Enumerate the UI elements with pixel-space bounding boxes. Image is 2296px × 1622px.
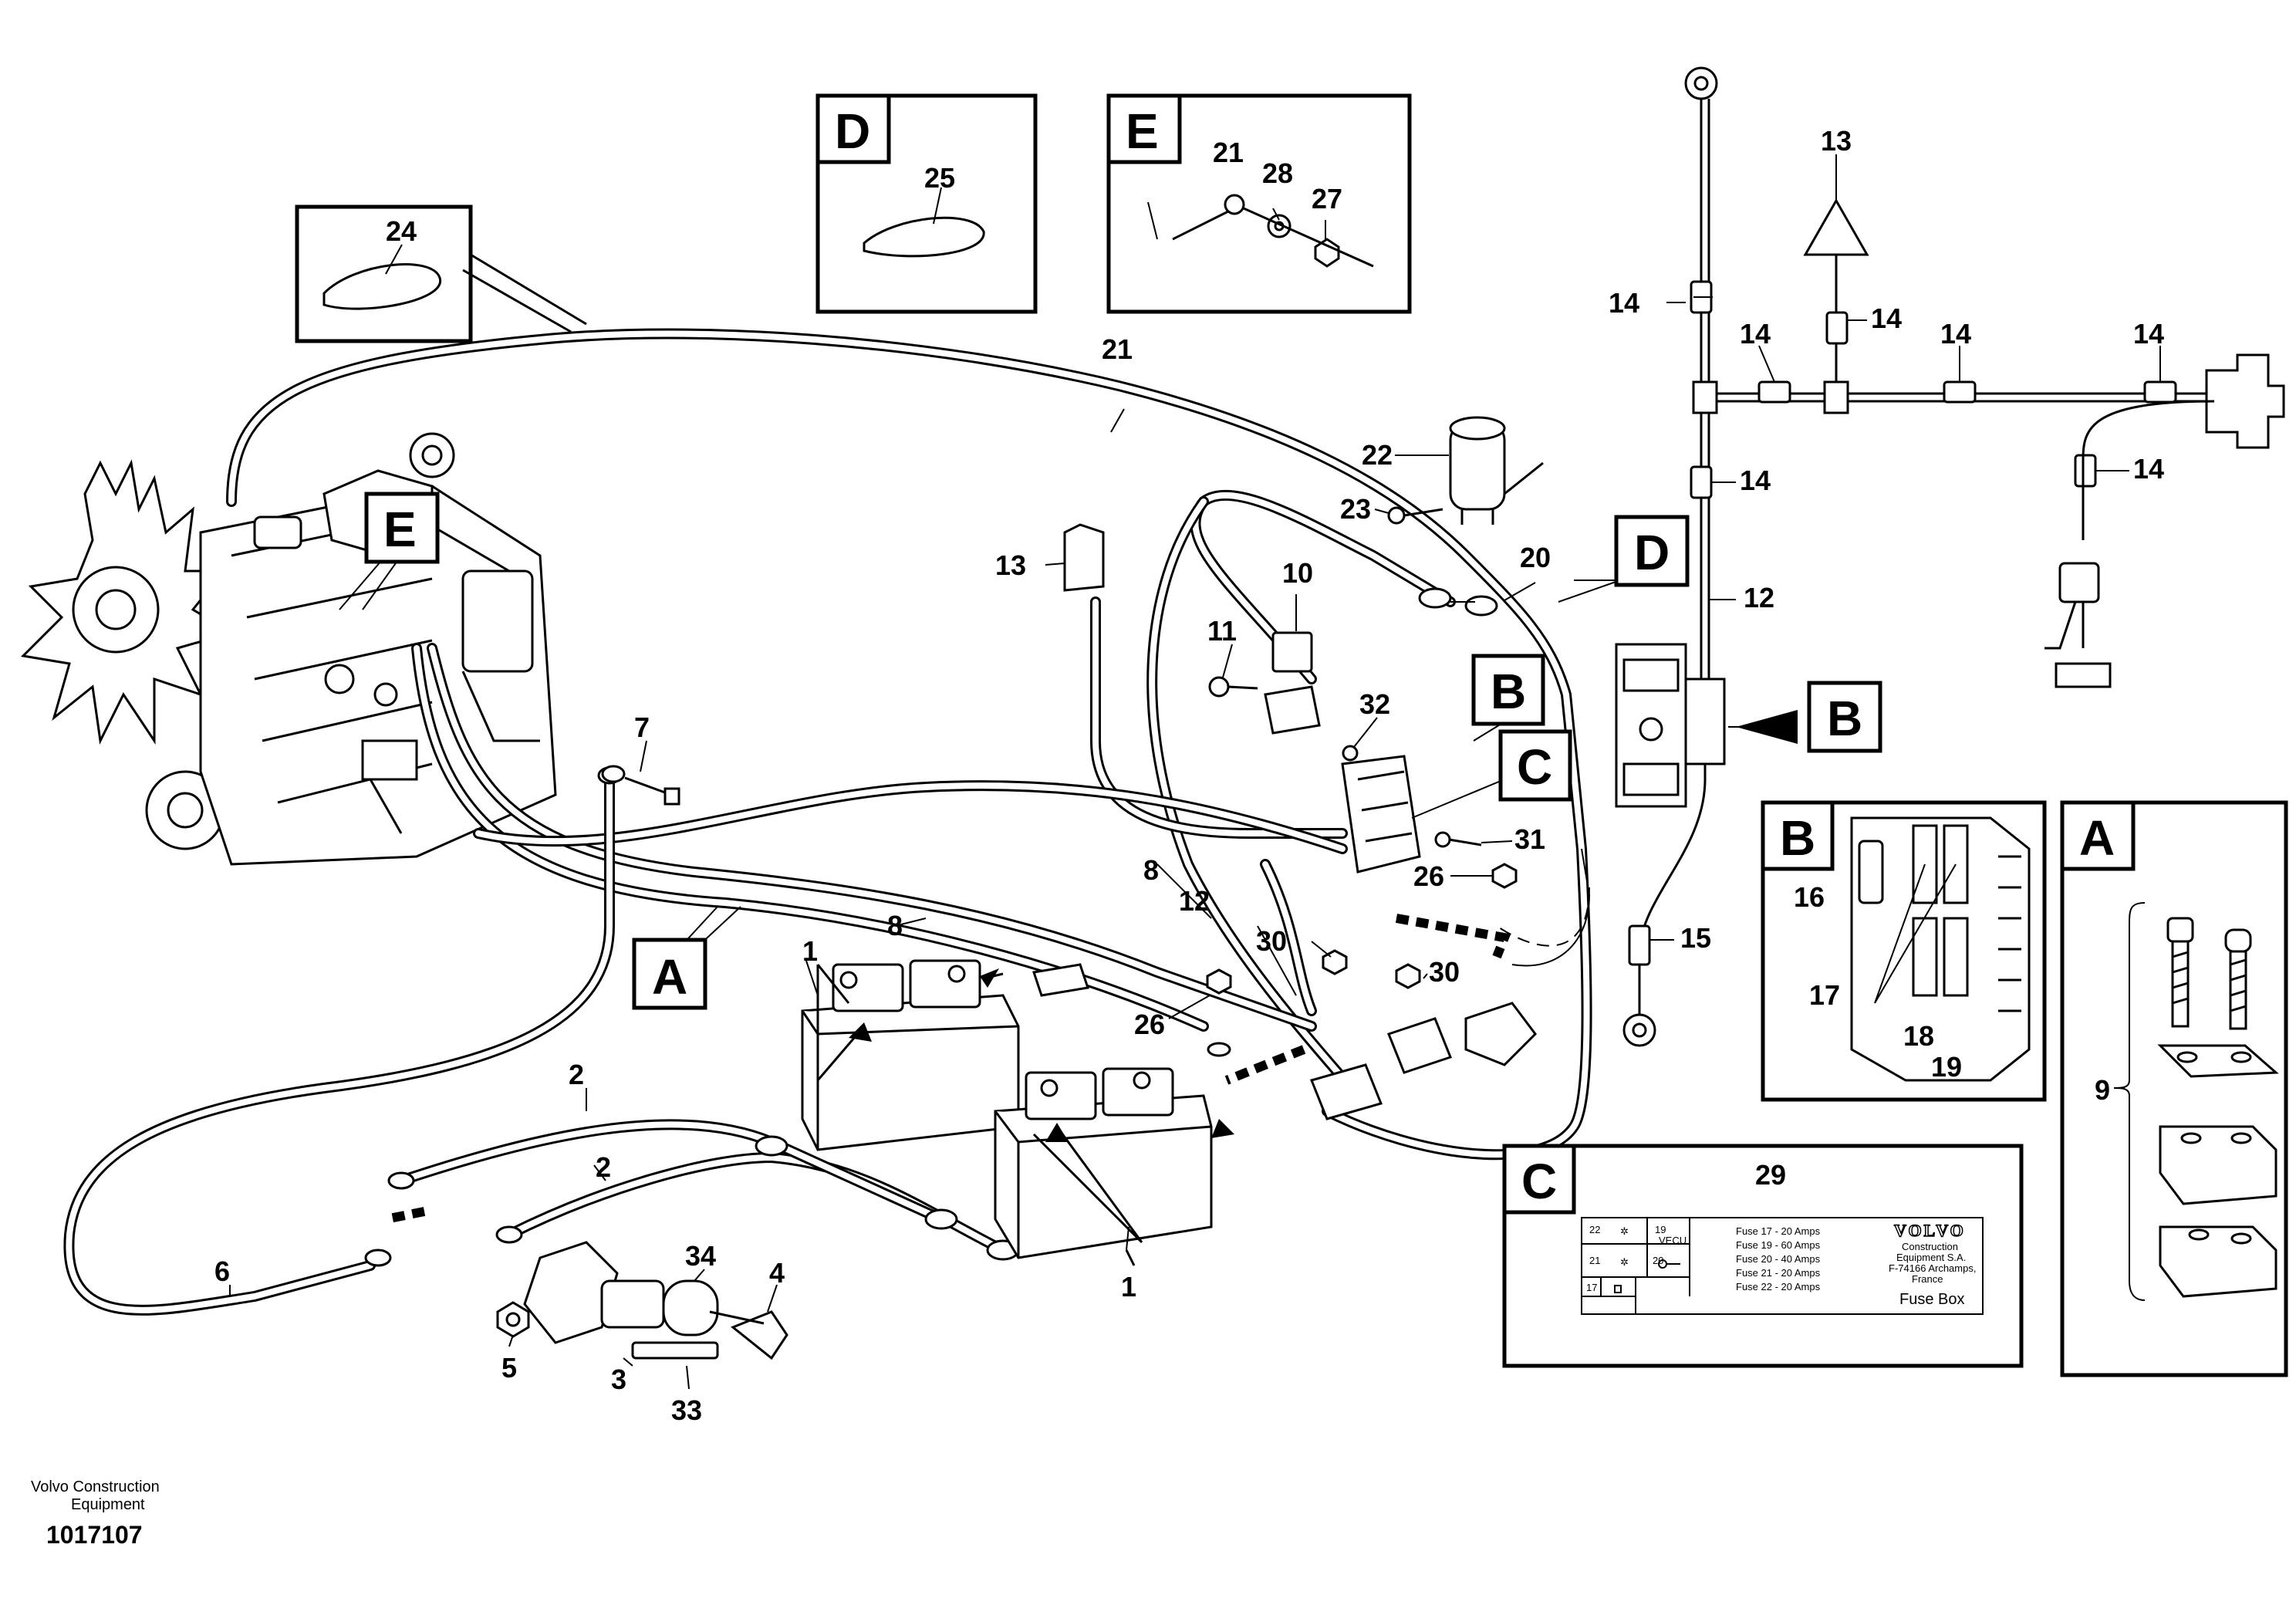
callout-10: 10: [1282, 557, 1313, 589]
cable-harness: [63, 328, 1592, 1316]
callout-13-harness: 13: [1821, 125, 1852, 157]
view-letter-a-main: A: [652, 949, 687, 1005]
callout-32: 32: [1359, 688, 1390, 720]
view-letter-e-main: E: [383, 502, 417, 557]
svg-text:✲: ✲: [1620, 1256, 1629, 1268]
view-letter-c-main: C: [1517, 739, 1552, 795]
fuse-line-17: Fuse 17 - 20 Amps: [1736, 1225, 1821, 1237]
fuse-line-19: Fuse 19 - 60 Amps: [1736, 1239, 1821, 1251]
view-letter-b-right: B: [1827, 691, 1862, 746]
callout-1-rear: 1: [802, 935, 818, 967]
callout-1-front: 1: [1121, 1271, 1136, 1303]
callout-12-harness: 12: [1744, 582, 1774, 613]
svg-text:✲: ✲: [1620, 1225, 1629, 1237]
battery-front: [994, 1067, 1213, 1259]
view-letter-b-main: B: [1491, 664, 1526, 719]
view-letter-b-detail: B: [1780, 810, 1815, 866]
callout-3: 3: [611, 1363, 626, 1395]
fuse-company-3: F-74166 Archamps,: [1889, 1262, 1976, 1274]
view-letter-d-main: D: [1634, 525, 1670, 580]
fuse-line-21: Fuse 21 - 20 Amps: [1736, 1267, 1821, 1279]
callout-29: 29: [1755, 1159, 1786, 1191]
callout-19: 19: [1931, 1051, 1962, 1083]
callout-18: 18: [1903, 1020, 1934, 1052]
callout-33: 33: [671, 1394, 702, 1426]
callout-14-b: 14: [1871, 302, 1902, 334]
detail-box-b: [1761, 800, 2047, 1102]
fuse-company-2: Equipment S.A.: [1896, 1252, 1966, 1263]
callout-30-right: 30: [1429, 956, 1460, 988]
callout-26-right: 26: [1413, 860, 1444, 892]
callout-24: 24: [386, 215, 417, 247]
callout-28: 28: [1262, 157, 1293, 189]
callout-13-main: 13: [995, 549, 1026, 581]
callout-8-upper: 8: [1143, 854, 1159, 886]
battery-disconnect-switch: [496, 1241, 788, 1360]
fuse-line-22: Fuse 22 - 20 Amps: [1736, 1281, 1821, 1293]
detail-box-c: ✲ ✲: [1502, 1144, 2024, 1368]
callout-2-upper: 2: [569, 1059, 584, 1090]
fuse-cell-20: 20: [1653, 1255, 1663, 1266]
detail-box-e: [1106, 93, 1412, 314]
callout-7: 7: [634, 711, 650, 743]
callout-2-lower: 2: [596, 1151, 611, 1183]
callout-4: 4: [769, 1257, 785, 1289]
callout-6: 6: [214, 1255, 230, 1287]
fuse-cell-21: 21: [1589, 1255, 1600, 1266]
fuse-company-4: France: [1912, 1273, 1943, 1285]
fuse-brand: VOLVO: [1894, 1221, 1966, 1240]
view-letter-e-detail: E: [1126, 103, 1159, 159]
callout-14-a: 14: [1609, 287, 1639, 319]
callout-14-g: 14: [2133, 453, 2164, 485]
detail-box-a: [2060, 800, 2288, 1377]
callout-14-f: 14: [1740, 465, 1771, 496]
detail-box-24: [295, 204, 587, 343]
callout-21-detail: 21: [1213, 137, 1244, 168]
callout-11: 11: [1207, 615, 1237, 647]
view-letter-a-detail: A: [2079, 810, 2115, 866]
callout-23: 23: [1340, 493, 1371, 525]
fuse-company-1: Construction: [1902, 1241, 1958, 1252]
detail-box-d: [815, 93, 1038, 314]
callout-31: 31: [1514, 823, 1545, 855]
callout-26-left: 26: [1134, 1009, 1165, 1040]
relay-parts: [601, 416, 1544, 1120]
footer-company-line1: Volvo Construction: [31, 1478, 160, 1495]
callout-9: 9: [2095, 1074, 2110, 1106]
callout-14-c: 14: [1740, 318, 1771, 350]
callout-17: 17: [1809, 979, 1840, 1011]
fuse-cell-vecu: VECU: [1659, 1235, 1687, 1246]
callout-8-lower: 8: [887, 910, 903, 941]
engine-assembly: [20, 432, 557, 866]
callout-15: 15: [1680, 922, 1711, 954]
fuse-cell-19: 19: [1655, 1224, 1666, 1235]
callout-12-main: 12: [1179, 885, 1210, 917]
view-letter-c-detail: C: [1521, 1154, 1557, 1209]
fuse-cell-22: 22: [1589, 1224, 1600, 1235]
callout-30-left: 30: [1256, 925, 1287, 957]
leader-lines: [229, 154, 2161, 1390]
pointer-lines: [816, 964, 1234, 1266]
callout-14-e: 14: [2133, 318, 2164, 350]
callout-14-d: 14: [1940, 318, 1971, 350]
view-markers: [364, 492, 1882, 1010]
fuse-box-title: Fuse Box: [1899, 1291, 1964, 1308]
callout-16: 16: [1794, 881, 1825, 913]
footer-drawing-number: 1017107: [46, 1521, 143, 1549]
callout-25: 25: [924, 162, 955, 194]
fuse-line-20: Fuse 20 - 40 Amps: [1736, 1253, 1821, 1265]
harness-schematic: [1615, 66, 2285, 1047]
callout-22: 22: [1362, 439, 1393, 471]
callout-27: 27: [1312, 183, 1342, 215]
view-letter-d-detail: D: [835, 103, 870, 159]
fuse-cell-17: 17: [1586, 1282, 1597, 1293]
callout-21: 21: [1102, 333, 1133, 365]
callout-5: 5: [501, 1352, 517, 1384]
callout-34: 34: [685, 1240, 716, 1272]
callout-20: 20: [1520, 542, 1551, 573]
footer-company-line2: Equipment: [71, 1496, 145, 1513]
